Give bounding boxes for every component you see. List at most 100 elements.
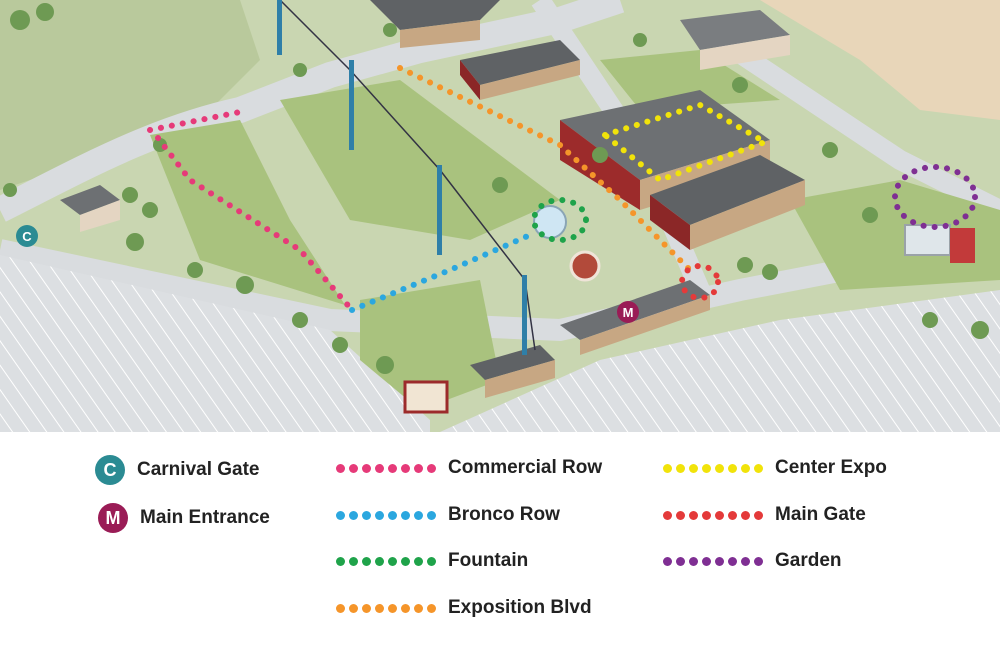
grass-hill	[0, 0, 260, 190]
exposition-blvd-route	[397, 65, 693, 273]
dot	[715, 463, 724, 473]
building-north-shed	[460, 40, 580, 100]
legend-label-carnival: Carnival Gate	[137, 459, 260, 480]
carnival-gate-marker[interactable]: C	[16, 225, 38, 247]
building-garden-pavilion	[904, 224, 975, 263]
legend-carnival-gate: C Carnival Gate	[95, 455, 260, 485]
legend-label-exposition: Exposition Blvd	[448, 597, 592, 618]
dot	[336, 463, 345, 473]
dot	[414, 510, 423, 520]
main-gate-route	[679, 263, 721, 301]
dot	[414, 556, 423, 566]
dot	[336, 510, 345, 520]
lawn-commercial	[150, 120, 345, 305]
dot	[375, 603, 384, 613]
legend-bronco-row: Bronco Row	[336, 500, 560, 530]
west-parking-lot	[0, 255, 430, 432]
dot	[689, 463, 698, 473]
dot	[427, 463, 436, 473]
dot	[349, 556, 358, 566]
main-marker-letter: M	[623, 305, 634, 320]
dotted-line-icon	[336, 603, 436, 613]
dot	[414, 603, 423, 613]
legend-commercial-row: Commercial Row	[336, 453, 602, 483]
dot	[401, 510, 410, 520]
legend-label-main-entrance: Main Entrance	[140, 507, 270, 528]
dotted-line-icon	[336, 510, 436, 520]
dot	[754, 556, 763, 566]
building-ticket-booth	[403, 380, 449, 414]
building-south-hall	[650, 155, 805, 250]
dot	[388, 556, 397, 566]
dotted-line-icon	[663, 510, 763, 520]
lawn-north	[600, 50, 780, 110]
legend-main-gate: Main Gate	[663, 500, 866, 530]
commercial-row-route	[147, 109, 355, 313]
building-carnival-office	[60, 185, 120, 232]
dot	[336, 603, 345, 613]
dot	[702, 510, 711, 520]
dot	[663, 556, 672, 566]
sand-area	[760, 0, 1000, 120]
dot	[349, 463, 358, 473]
dot	[427, 556, 436, 566]
legend-label-center: Center Expo	[775, 457, 887, 478]
dot	[663, 463, 672, 473]
dot	[702, 463, 711, 473]
dot	[388, 463, 397, 473]
sky-ride-towers	[277, 0, 527, 355]
dot	[349, 603, 358, 613]
dot	[728, 556, 737, 566]
building-top-left	[370, 0, 500, 48]
dot	[349, 510, 358, 520]
dot	[676, 510, 685, 520]
dot	[715, 510, 724, 520]
dot	[676, 556, 685, 566]
inner-road	[0, 229, 1000, 342]
east-road	[714, 31, 1000, 219]
legend-label-bronco: Bronco Row	[448, 504, 560, 525]
dot	[401, 603, 410, 613]
carnival-gate-icon: C	[95, 455, 125, 485]
fountain-plaza	[533, 205, 601, 282]
dot	[388, 510, 397, 520]
trees	[3, 3, 989, 374]
dot	[663, 510, 672, 520]
lawn-east	[790, 180, 1000, 290]
fountain-route	[531, 197, 589, 243]
dot	[715, 556, 724, 566]
dot	[427, 603, 436, 613]
dot	[375, 556, 384, 566]
legend-exposition-blvd: Exposition Blvd	[336, 593, 592, 623]
dotted-line-icon	[336, 463, 436, 473]
dot	[401, 556, 410, 566]
north-road	[0, 0, 625, 222]
dot	[689, 556, 698, 566]
dot	[362, 510, 371, 520]
carnival-marker-letter: C	[22, 229, 32, 244]
dot	[362, 556, 371, 566]
dot	[689, 510, 698, 520]
legend-main-entrance: M Main Entrance	[98, 503, 270, 533]
fairground-map: C M	[0, 0, 1000, 432]
dot	[741, 556, 750, 566]
dot	[414, 463, 423, 473]
east-parking-lot	[440, 290, 1000, 432]
dot	[375, 463, 384, 473]
dot	[754, 463, 763, 473]
main-entrance-marker[interactable]: M	[617, 301, 639, 323]
legend-center-expo: Center Expo	[663, 453, 887, 483]
dot	[362, 463, 371, 473]
legend-label-commercial: Commercial Row	[448, 457, 603, 478]
legend-label-garden: Garden	[775, 550, 842, 571]
dotted-line-icon	[663, 556, 763, 566]
building-top-right	[680, 10, 790, 70]
dot	[362, 603, 371, 613]
legend-fountain: Fountain	[336, 546, 528, 576]
legend-garden: Garden	[663, 546, 842, 576]
main-entrance-icon: M	[98, 503, 128, 533]
dot	[375, 510, 384, 520]
dot	[741, 510, 750, 520]
legend-label-fountain: Fountain	[448, 550, 529, 571]
legend-label-maingate: Main Gate	[775, 504, 866, 525]
